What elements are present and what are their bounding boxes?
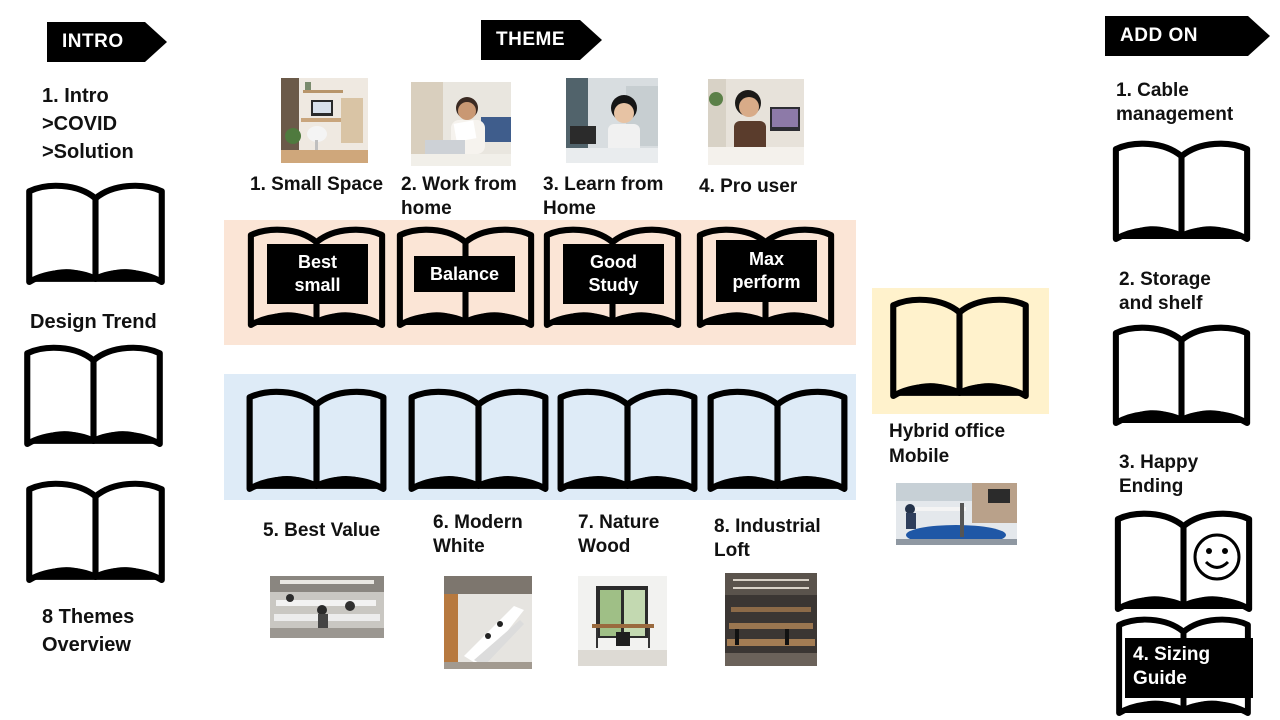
modern-white-photo	[444, 576, 532, 669]
intro-banner: INTRO	[47, 22, 167, 62]
theme-8-label: 8. Industrial Loft	[714, 516, 821, 561]
addon-item-4-label: 4. Sizing Guide	[1133, 644, 1211, 689]
pro-user-photo	[708, 79, 804, 165]
addon-item-3-label: 3. Happy Ending	[1119, 452, 1199, 497]
theme-8-book[interactable]	[705, 386, 850, 493]
theme-4-tag: Max perform	[716, 240, 817, 302]
learn-from-home-photo	[566, 78, 658, 163]
theme-3-tag: Good Study	[563, 244, 664, 304]
intro-item-3-label: 8 Themes Overview	[42, 606, 135, 656]
addon-item-2-label: 2. Storage and shelf	[1119, 269, 1211, 314]
addon-book-1[interactable]	[1110, 138, 1253, 243]
theme-1-tag: Best small	[267, 244, 368, 304]
best-value-photo	[270, 576, 384, 638]
smiley-icon	[1192, 532, 1242, 582]
theme-1-label: 1. Small Space	[250, 174, 384, 195]
nature-wood-photo	[578, 576, 667, 666]
work-from-home-photo	[411, 82, 511, 166]
small-space-photo	[281, 78, 368, 163]
theme-5-label: 5. Best Value	[263, 520, 381, 541]
intro-book-3[interactable]	[23, 478, 168, 584]
theme-2-label: 2. Work from home	[401, 174, 517, 219]
theme-3-label: 3. Learn from Home	[543, 174, 664, 219]
addon-banner: ADD ON	[1105, 16, 1270, 56]
theme-7-label: 7. Nature Wood	[578, 512, 660, 557]
theme-6-label: 6. Modern White	[433, 512, 523, 557]
intro-book-1[interactable]	[23, 180, 168, 286]
theme-5-book[interactable]	[244, 386, 389, 493]
hybrid-label: Hybrid office Mobile	[889, 421, 1006, 467]
hybrid-office-photo	[896, 483, 1017, 545]
industrial-loft-photo	[725, 573, 817, 666]
addon-book-2[interactable]	[1110, 322, 1253, 427]
intro-item-1-label: 1. Intro >COVID >Solution	[42, 85, 134, 163]
theme-6-book[interactable]	[406, 386, 551, 493]
hybrid-book[interactable]	[887, 294, 1032, 400]
theme-7-book[interactable]	[555, 386, 700, 493]
theme-2-tag: Balance	[414, 256, 515, 292]
theme-4-label: 4. Pro user	[699, 176, 798, 197]
addon-item-4-box	[1125, 638, 1253, 698]
theme-banner: THEME	[481, 20, 602, 60]
intro-book-2[interactable]	[21, 342, 166, 448]
addon-item-1-label: 1. Cable management	[1116, 80, 1234, 125]
intro-item-2-label: Design Trend	[30, 311, 157, 333]
